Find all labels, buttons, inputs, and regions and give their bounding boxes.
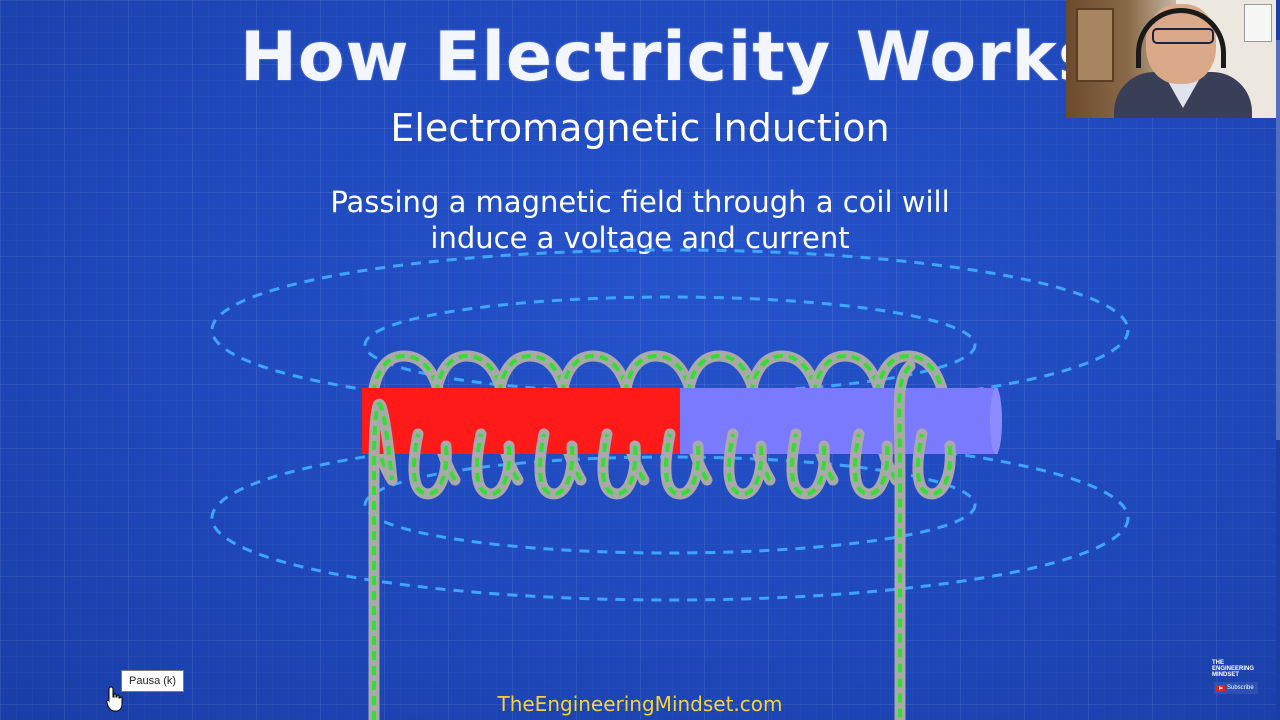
video-subtitle: Electromagnetic Induction xyxy=(390,106,890,150)
webcam-picture-frame xyxy=(1076,8,1114,82)
coil-turn-front-7-current xyxy=(789,433,827,497)
coil-turn-front-3-current xyxy=(537,433,575,497)
coil-turn-front-1-current xyxy=(411,433,449,497)
pause-tooltip: Pausa (k) xyxy=(121,670,185,692)
website-url: TheEngineeringMindset.com xyxy=(497,692,783,716)
coil-turn-front-2-current xyxy=(474,433,512,497)
coil-lead-left-wire xyxy=(368,398,398,720)
magnet-end-cap xyxy=(990,388,1002,454)
coil-front xyxy=(368,360,956,720)
channel-logo[interactable]: THE ENGINEERING MINDSET xyxy=(1212,660,1262,678)
logo-line-3: MINDSET xyxy=(1212,672,1239,678)
caption-line-2: induce a voltage and current xyxy=(430,221,850,255)
coil-turn-front-8-current xyxy=(852,433,890,497)
right-edge xyxy=(1276,0,1280,720)
presenter-webcam xyxy=(1066,0,1276,118)
webcam-poster xyxy=(1244,4,1272,42)
logo-line-1: THE xyxy=(1212,660,1224,666)
youtube-icon xyxy=(1216,684,1225,692)
video-title: How Electricity Works xyxy=(240,18,1100,97)
subscribe-button[interactable]: Subscribe xyxy=(1214,682,1258,694)
caption: Passing a magnetic field through a coil … xyxy=(240,184,1040,256)
logo-line-2: ENGINEERING xyxy=(1212,666,1255,672)
presenter-headset xyxy=(1136,8,1226,68)
coil-turn-front-9-current xyxy=(915,433,953,497)
hand-cursor-icon xyxy=(106,686,123,712)
caption-line-1: Passing a magnetic field through a coil … xyxy=(330,185,950,219)
bar-magnet xyxy=(362,388,1002,454)
coil-lead-right-current xyxy=(897,364,912,720)
coil-turn-front-6-current xyxy=(726,433,764,497)
field-line-outer-top xyxy=(210,248,1130,412)
scrollbar-thumb[interactable] xyxy=(1276,40,1280,440)
subscribe-label: Subscribe xyxy=(1227,685,1254,691)
coil-turn-front-5-current xyxy=(663,433,701,497)
coil-turn-front-4-current xyxy=(600,433,638,497)
